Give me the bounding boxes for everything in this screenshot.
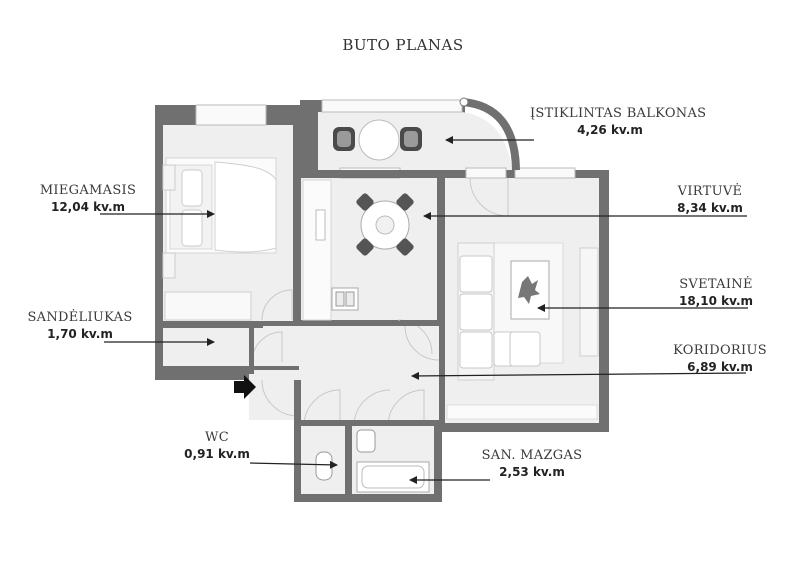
label-balkonas: ĮSTIKLINTAS BALKONAS 4,26 kv.m — [530, 106, 707, 137]
label-miegamasis: MIEGAMASIS 12,04 kv.m — [39, 183, 137, 214]
kitchen-balcony-door — [465, 167, 507, 179]
label-wc: WC 0,91 kv.m — [184, 430, 250, 461]
entrance-arrow-icon — [234, 375, 256, 399]
bedroom-window — [195, 104, 267, 126]
bed — [162, 157, 277, 279]
wardrobe — [164, 291, 252, 321]
windows — [195, 99, 576, 179]
balcony-window — [321, 99, 463, 113]
living-furniture — [446, 242, 599, 420]
leader-koridorius — [411, 371, 747, 380]
page-title: BUTO PLANAS — [342, 36, 464, 54]
label-koridorius: KORIDORIUS 6,89 kv.m — [673, 343, 767, 374]
kitchen-furniture — [302, 179, 414, 321]
corridor-floor — [249, 326, 439, 420]
label-virtuve: VIRTUVĖ 8,34 kv.m — [677, 184, 743, 215]
leader-wc — [249, 460, 338, 469]
storage-floor — [163, 328, 249, 366]
label-svetaine: SVETAINĖ 18,10 kv.m — [678, 277, 754, 308]
label-sandeliukas: SANDĖLIUKAS 1,70 kv.m — [27, 310, 133, 341]
balcony-glazing — [461, 98, 520, 171]
balcony-corner — [459, 97, 469, 107]
bathroom-fixtures — [315, 429, 430, 493]
partitions — [163, 125, 445, 496]
leader-lines — [100, 136, 748, 484]
balcony-furniture — [333, 119, 422, 161]
label-san-mazgas: SAN. MAZGAS 2,53 kv.m — [481, 448, 583, 479]
living-window — [514, 167, 576, 179]
